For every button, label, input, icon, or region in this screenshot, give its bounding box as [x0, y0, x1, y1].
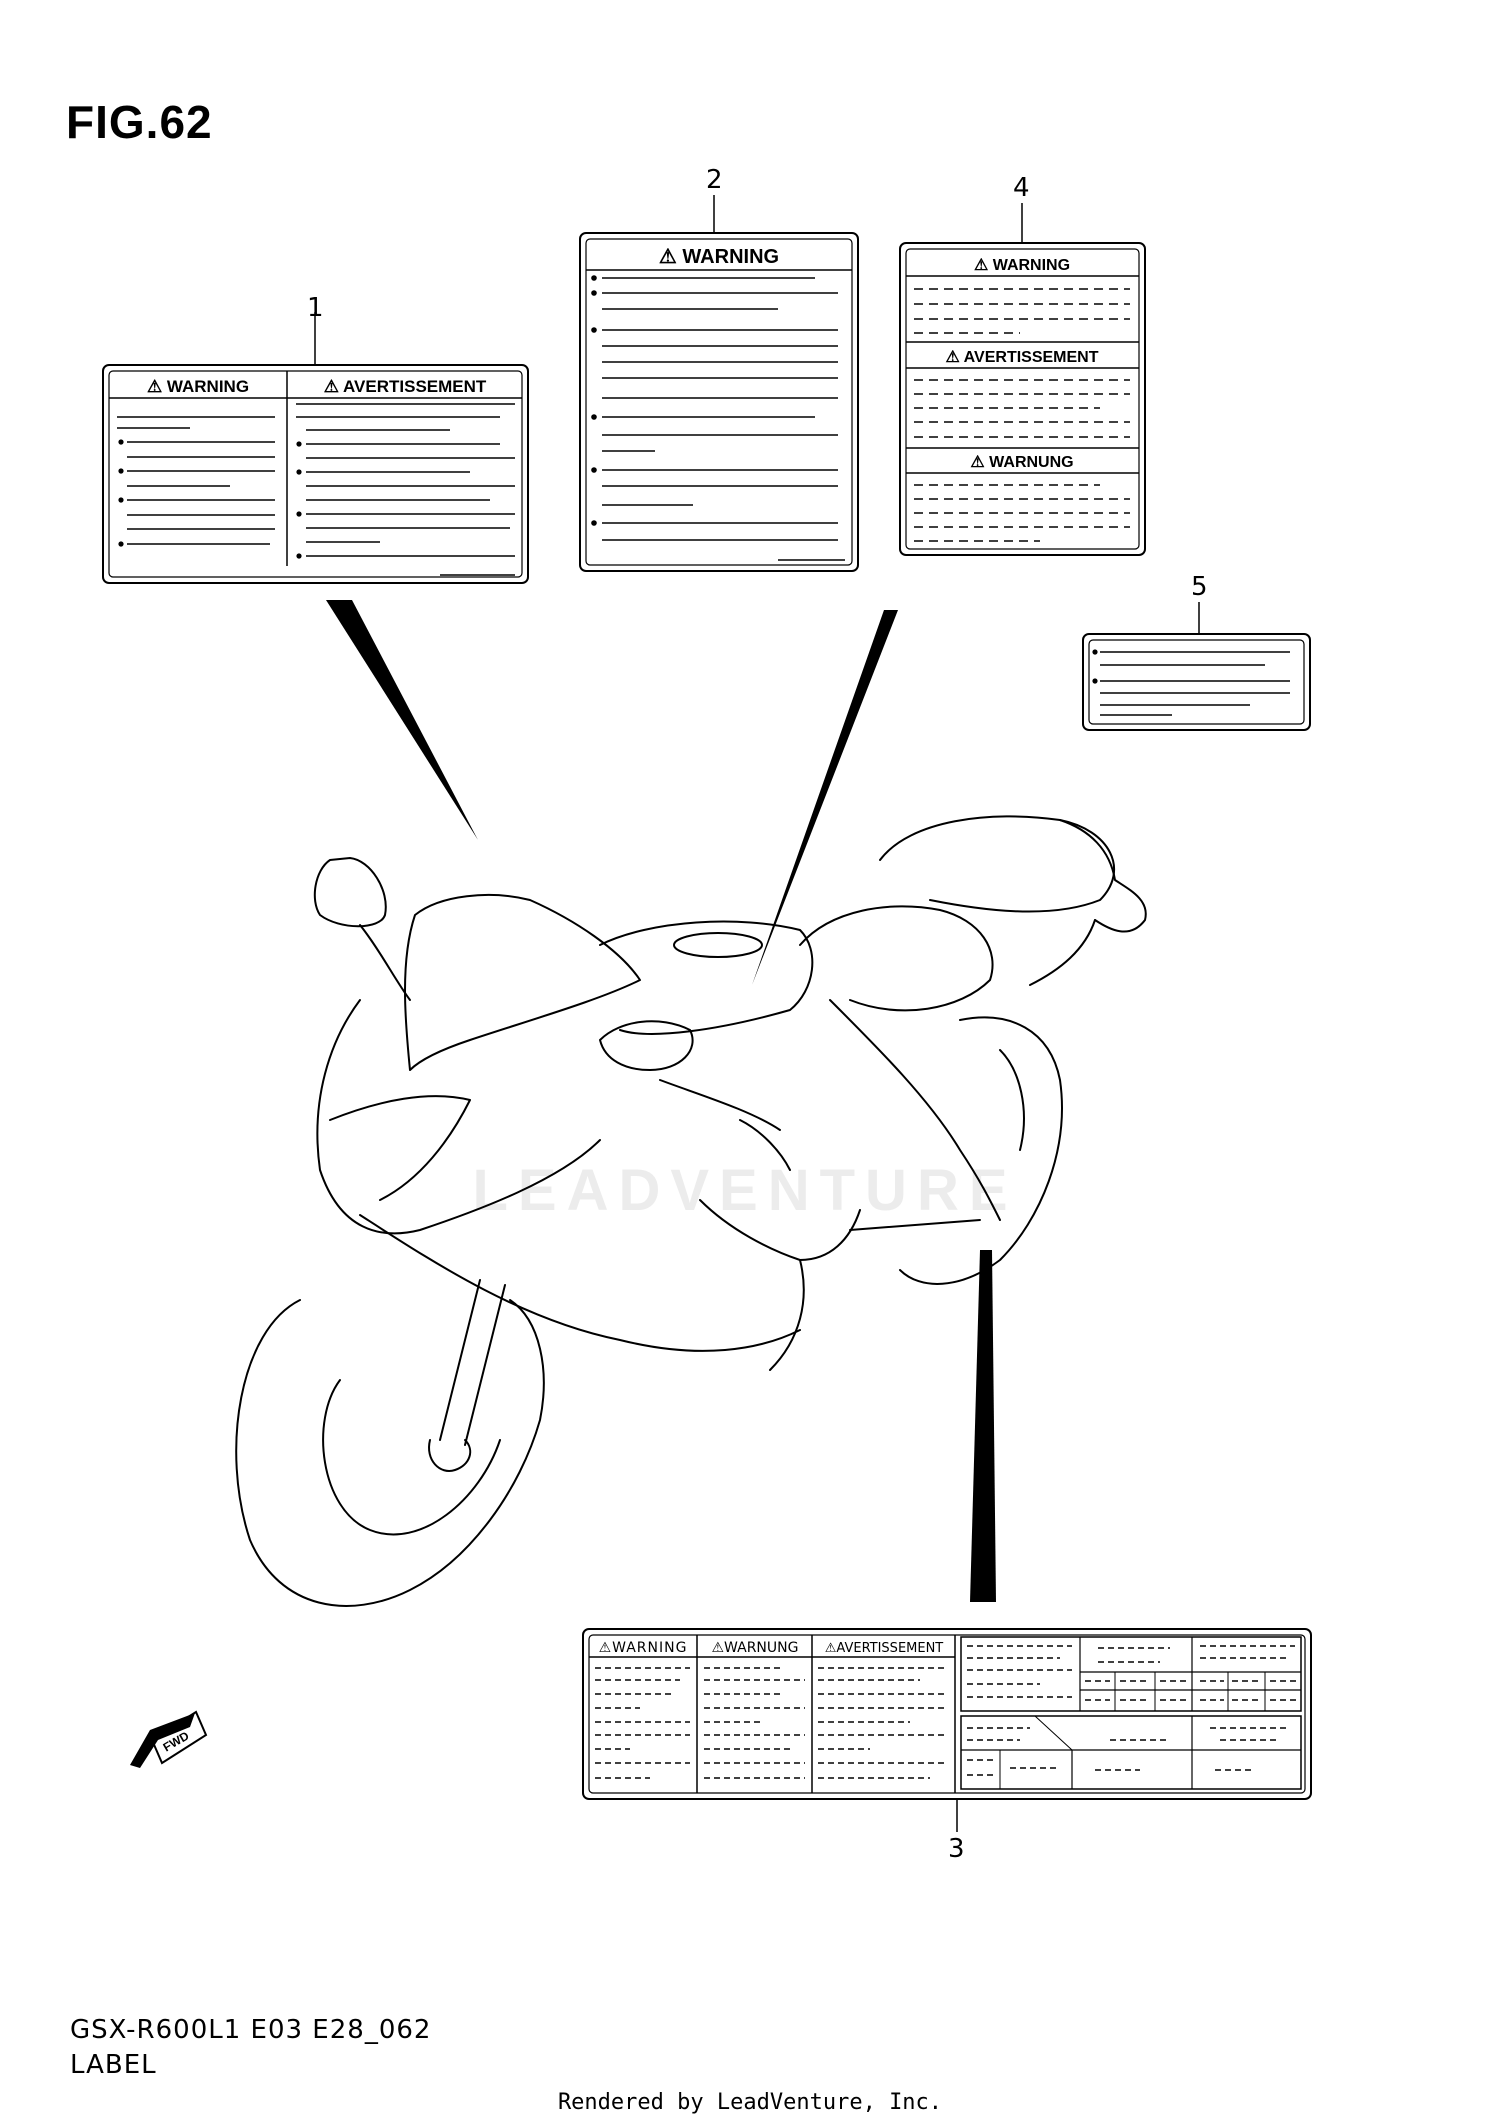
- fwd-arrow: FWD: [130, 1710, 208, 1768]
- label-1-warning-heading: ⚠ WARNING: [147, 377, 249, 396]
- figure-title: FIG.62: [66, 96, 213, 148]
- motorcycle-outline: [235, 815, 1147, 1607]
- label-4[interactable]: [899, 242, 1146, 556]
- label-2-warning-heading: ⚠ WARNING: [659, 246, 779, 268]
- label-2[interactable]: [579, 232, 859, 572]
- callout-2: 2: [706, 165, 723, 195]
- watermark-text: LEADVENTURE: [472, 1158, 1017, 1223]
- label-3-warning-heading: ⚠WARNING: [599, 1640, 688, 1656]
- label-1[interactable]: [102, 364, 529, 584]
- label-4-warning-heading: ⚠ WARNING: [974, 257, 1070, 274]
- label-1-avertissement-heading: ⚠ AVERTISSEMENT: [324, 377, 487, 396]
- pointer-label-1: [326, 600, 478, 840]
- label-4-avertissement-heading: ⚠ AVERTISSEMENT: [945, 349, 1098, 366]
- callout-3: 3: [948, 1834, 965, 1864]
- label-3[interactable]: [582, 1628, 1312, 1800]
- pointer-label-2: [752, 610, 898, 985]
- label-3-warnung-heading: ⚠WARNUNG: [712, 1640, 799, 1656]
- model-code: GSX-R600L1 E03 E28_062: [70, 2015, 432, 2045]
- render-credit: Rendered by LeadVenture, Inc.: [557, 2090, 943, 2115]
- label-4-warnung-heading: ⚠ WARNUNG: [970, 454, 1073, 471]
- section-label: LABEL: [70, 2050, 157, 2080]
- pointer-label-3: [970, 1250, 996, 1602]
- label-5[interactable]: [1082, 633, 1311, 731]
- label-3-avertissement-heading: ⚠AVERTISSEMENT: [825, 1641, 944, 1656]
- callout-4: 4: [1013, 173, 1030, 203]
- callout-5: 5: [1191, 572, 1208, 602]
- callout-1: 1: [307, 293, 324, 323]
